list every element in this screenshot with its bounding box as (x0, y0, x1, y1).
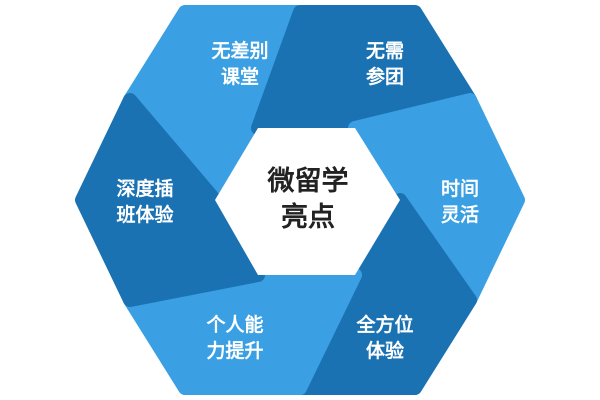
label-line: 时间 (440, 178, 479, 200)
label-line: 灵活 (440, 204, 479, 226)
center-title: 微留学 亮点 (238, 164, 378, 236)
label-line: 全方位 (356, 314, 414, 336)
label-line: 无差别 (211, 40, 269, 62)
center-title-line2: 亮点 (281, 202, 335, 233)
label-line: 课堂 (220, 66, 259, 88)
center-hexagon (215, 128, 400, 275)
label-line: 参团 (365, 66, 404, 88)
label-top-left: 无差别 课堂 (185, 38, 295, 90)
label-bottom-left: 个人能 力提升 (180, 312, 290, 364)
label-line: 力提升 (206, 340, 264, 362)
segment-left (75, 93, 265, 307)
label-line: 深度插 (116, 178, 174, 200)
label-line: 班体验 (116, 204, 174, 226)
label-top-right: 无需 参团 (330, 38, 440, 90)
label-line: 体验 (365, 340, 404, 362)
label-bottom-right: 全方位 体验 (330, 312, 440, 364)
label-line: 无需 (365, 40, 404, 62)
label-right: 时间 灵活 (405, 176, 515, 228)
center-title-line1: 微留学 (267, 166, 349, 197)
label-left: 深度插 班体验 (90, 176, 200, 228)
label-line: 个人能 (206, 314, 264, 336)
